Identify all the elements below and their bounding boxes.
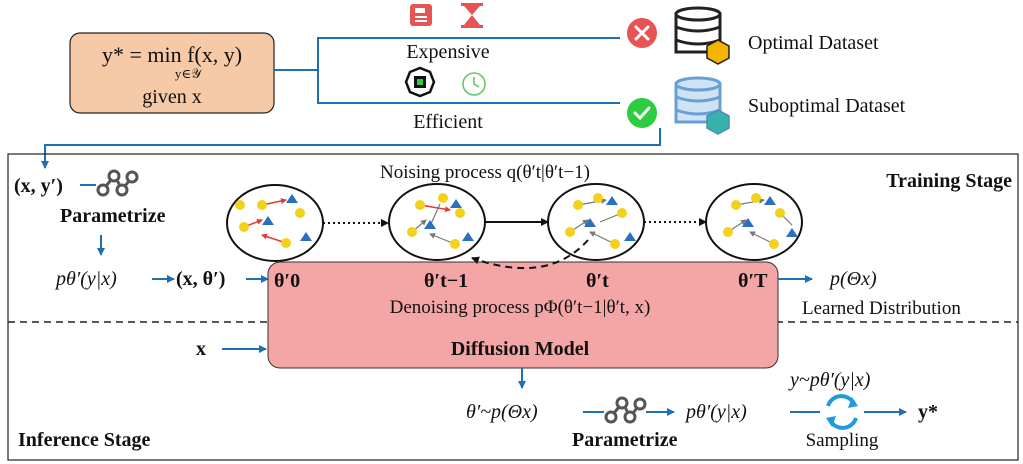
parametrize-graph-icon bbox=[96, 169, 139, 197]
graph-state-T bbox=[705, 183, 803, 261]
optimal-database-icon bbox=[674, 6, 730, 65]
training-likelihood: pθ′(y|x) bbox=[54, 268, 117, 290]
inference-likelihood: pθ′(y|x) bbox=[684, 401, 747, 423]
inference-result: y* bbox=[918, 401, 938, 423]
efficient-label: Efficient bbox=[413, 111, 483, 133]
optimal-dataset-label: Optimal Dataset bbox=[748, 32, 879, 54]
output-distribution: p(Θx) bbox=[828, 268, 877, 290]
theta-T: θ′T bbox=[738, 270, 768, 292]
clock-refresh-icon bbox=[462, 72, 486, 96]
dataset-to-training-arrow bbox=[41, 128, 661, 169]
expensive-label: Expensive bbox=[406, 41, 489, 63]
training-stage-label: Training Stage bbox=[886, 170, 1012, 192]
inference-parametrize: Parametrize bbox=[572, 429, 678, 451]
denoising-process: Denoising process pΦ(θ′t−1|θ′t, x) bbox=[390, 297, 651, 318]
inference-stage-label: Inference Stage bbox=[18, 429, 150, 451]
refresh-icon bbox=[826, 394, 858, 430]
diffusion-model-label: Diffusion Model bbox=[451, 338, 590, 360]
hourglass-icon bbox=[461, 3, 483, 28]
inference-input: x bbox=[196, 338, 206, 360]
branch-expensive-line bbox=[274, 37, 620, 71]
inference-sample-y: y~pθ′(y|x) bbox=[788, 369, 871, 391]
success-icon bbox=[627, 98, 657, 128]
objective-given: given x bbox=[142, 86, 201, 108]
objective-constraint: y∈𝒴 bbox=[175, 66, 202, 81]
training-tuple: (x, θ′) bbox=[176, 268, 225, 290]
theta-t: θ′t bbox=[586, 270, 609, 292]
graph-state-0 bbox=[226, 184, 324, 262]
learned-distribution-label: Learned Distribution bbox=[802, 298, 961, 319]
fail-icon bbox=[627, 18, 657, 48]
denoising-curve-arrow bbox=[471, 239, 589, 269]
graph-state-t bbox=[547, 183, 645, 261]
chip-icon bbox=[404, 66, 436, 98]
objective-box bbox=[69, 32, 275, 114]
training-pair: (x, y′) bbox=[14, 175, 63, 197]
noising-process: Noising process q(θ′t|θ′t−1) bbox=[380, 162, 590, 183]
save-icon bbox=[410, 4, 432, 26]
objective-equation: y* = min f(x, y) bbox=[102, 42, 242, 67]
theta-t-minus-1: θ′t−1 bbox=[424, 270, 468, 292]
theta-0: θ′0 bbox=[274, 270, 300, 292]
training-parametrize: Parametrize bbox=[60, 205, 166, 227]
suboptimal-dataset-label: Suboptimal Dataset bbox=[748, 95, 906, 117]
suboptimal-database-icon bbox=[674, 76, 730, 135]
inference-sample-theta: θ′~p(Θx) bbox=[466, 401, 538, 423]
branch-efficient-line bbox=[317, 70, 620, 104]
sampling-label: Sampling bbox=[806, 430, 879, 451]
stage-frame bbox=[7, 153, 1019, 461]
inference-graph-icon bbox=[604, 396, 647, 424]
graph-state-t-minus-1 bbox=[388, 183, 486, 261]
